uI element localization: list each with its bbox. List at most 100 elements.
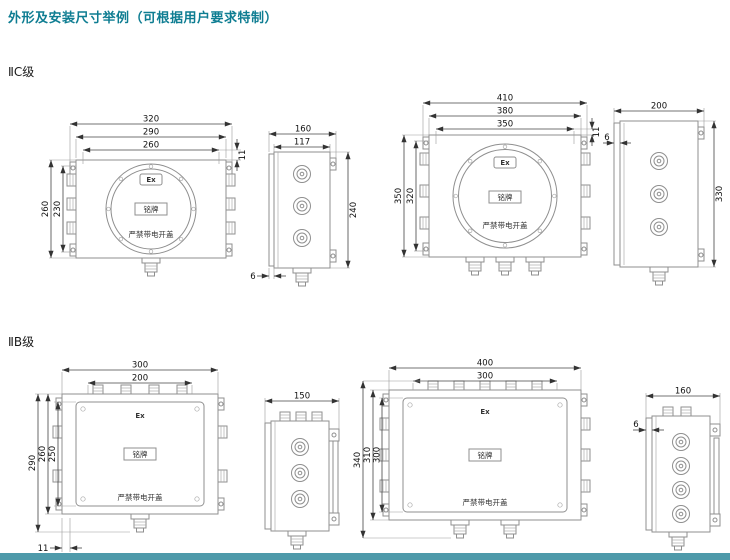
part-geometry: Ex 铭牌 严禁带电开盖 <box>379 380 591 539</box>
part-geometry: Ex 铭牌 严禁带电开盖 <box>52 384 228 533</box>
dim-label: 340 <box>353 452 363 468</box>
cable-gland-stub <box>419 184 430 198</box>
round-door-inner <box>110 168 192 250</box>
drawing-iic-large-front-view: Ex 铭牌 严禁带电开盖 410 380 350 <box>394 94 602 276</box>
dim-label: 6 <box>604 133 609 143</box>
mounting-lug <box>225 243 233 257</box>
top-gland-stub <box>505 380 517 391</box>
dim-label: 290 <box>28 455 38 471</box>
top-gland-stub <box>427 380 439 391</box>
top-gland-stub <box>120 384 132 395</box>
dimension-lines: 150 <box>264 392 340 429</box>
dim-label: 200 <box>651 102 667 112</box>
cable-gland-stub <box>580 216 591 230</box>
mounting-lug <box>225 161 233 175</box>
page-title: 外形及安装尺寸举例（可根据用户要求特制） <box>8 11 279 26</box>
ex-mark: Ex <box>500 159 510 167</box>
mounting-lug <box>55 497 63 511</box>
round-door-outer <box>452 143 558 249</box>
enclosure-body <box>61 393 219 515</box>
mounting-lug <box>382 393 390 407</box>
warning-label: 严禁带电开盖 <box>118 492 163 502</box>
enclosure-door <box>75 401 205 507</box>
dimension-lines: 160 6 <box>633 387 721 433</box>
dimension-lines: 400 300 340 310 300 <box>353 359 582 539</box>
drawing-iic-small-front-view: Ex 铭牌 严禁带电开盖 320 290 260 11 <box>41 115 248 277</box>
drawing-iib-small-front-view: Ex 铭牌 严禁带电开盖 300 200 290 260 <box>28 361 228 554</box>
nameplate-label: 铭牌 <box>144 204 159 214</box>
bottom-cable-gland <box>292 267 312 287</box>
dim-label: 300 <box>477 372 493 382</box>
dim-label: 260 <box>38 446 48 462</box>
bottom-cable-gland <box>450 519 470 539</box>
top-gland-stub <box>176 384 188 395</box>
part-geometry <box>268 151 337 287</box>
dim-label: 380 <box>497 107 513 117</box>
dimension-lines: 200 6 330 <box>603 102 725 268</box>
dim-label: 240 <box>349 202 359 218</box>
nameplate <box>123 447 157 461</box>
dim-label: 410 <box>497 94 513 104</box>
dimension-lines: 320 290 260 11 260 230 <box>41 115 248 259</box>
section-label-iib: ⅡB级 <box>8 335 35 349</box>
dim-label: 290 <box>143 128 159 138</box>
mounting-pad <box>709 423 721 437</box>
dim-label: 260 <box>143 141 159 151</box>
bottom-cable-gland <box>495 256 515 276</box>
warning-label: 严禁带电开盖 <box>463 497 508 507</box>
ex-mark-plate <box>493 156 517 169</box>
dim-label: 250 <box>48 446 58 462</box>
cable-gland-stub <box>225 197 236 211</box>
top-gland-stub <box>279 411 291 422</box>
dim-label: 300 <box>132 361 148 371</box>
dim-label: 6 <box>250 272 255 282</box>
mounting-lug <box>580 136 588 150</box>
dim-label: 11 <box>592 127 602 138</box>
mounting-lug <box>329 249 337 263</box>
dim-label: 350 <box>394 188 404 204</box>
cable-gland-stub <box>580 479 591 493</box>
cable-gland-stub <box>217 425 228 439</box>
cable-gland-stub <box>580 417 591 431</box>
bottom-cable-gland <box>465 256 485 276</box>
cable-gland-stub <box>379 479 390 493</box>
dimension-lines: 300 200 290 260 250 11 <box>28 361 219 554</box>
mounting-lug <box>580 393 588 407</box>
dim-label: 300 <box>373 447 383 463</box>
dimension-lines: 410 380 350 11 350 320 <box>394 94 602 258</box>
top-gland-stub <box>295 411 307 422</box>
ex-mark: Ex <box>480 408 490 416</box>
mounting-lug <box>382 503 390 517</box>
mounting-lug <box>329 157 337 171</box>
dimension-lines: 160 117 240 6 <box>250 125 359 283</box>
mounting-rail <box>332 440 339 514</box>
mounting-lug <box>422 242 430 256</box>
bottom-cable-gland <box>668 531 688 551</box>
dim-label: 117 <box>294 138 310 148</box>
dim-label: 150 <box>294 392 310 402</box>
bottom-cable-gland <box>141 257 161 277</box>
cover-plate <box>268 153 275 267</box>
drawing-iic-large-side-view: 200 6 330 <box>603 102 725 286</box>
mounting-lug <box>217 497 225 511</box>
nameplate-label: 铭牌 <box>498 192 513 202</box>
mounting-lug <box>422 136 430 150</box>
top-gland-stub <box>479 380 491 391</box>
mounting-lug <box>697 248 705 262</box>
dim-label: 11 <box>38 544 49 554</box>
round-door-inner <box>458 149 552 243</box>
cable-gland-stub <box>52 469 63 483</box>
nameplate <box>134 202 168 216</box>
enclosure-body <box>388 389 582 521</box>
cable-gland-stub <box>379 417 390 431</box>
mounting-lug <box>580 503 588 517</box>
section-label-iic: ⅡC级 <box>8 65 35 79</box>
nameplate-label: 铭牌 <box>133 449 148 459</box>
drawing-iib-large-side-view: 160 6 <box>633 387 721 551</box>
dim-label: 200 <box>132 374 148 384</box>
bottom-accent-bar <box>0 553 730 560</box>
dim-label: 160 <box>295 125 311 135</box>
top-gland-stub <box>92 384 104 395</box>
